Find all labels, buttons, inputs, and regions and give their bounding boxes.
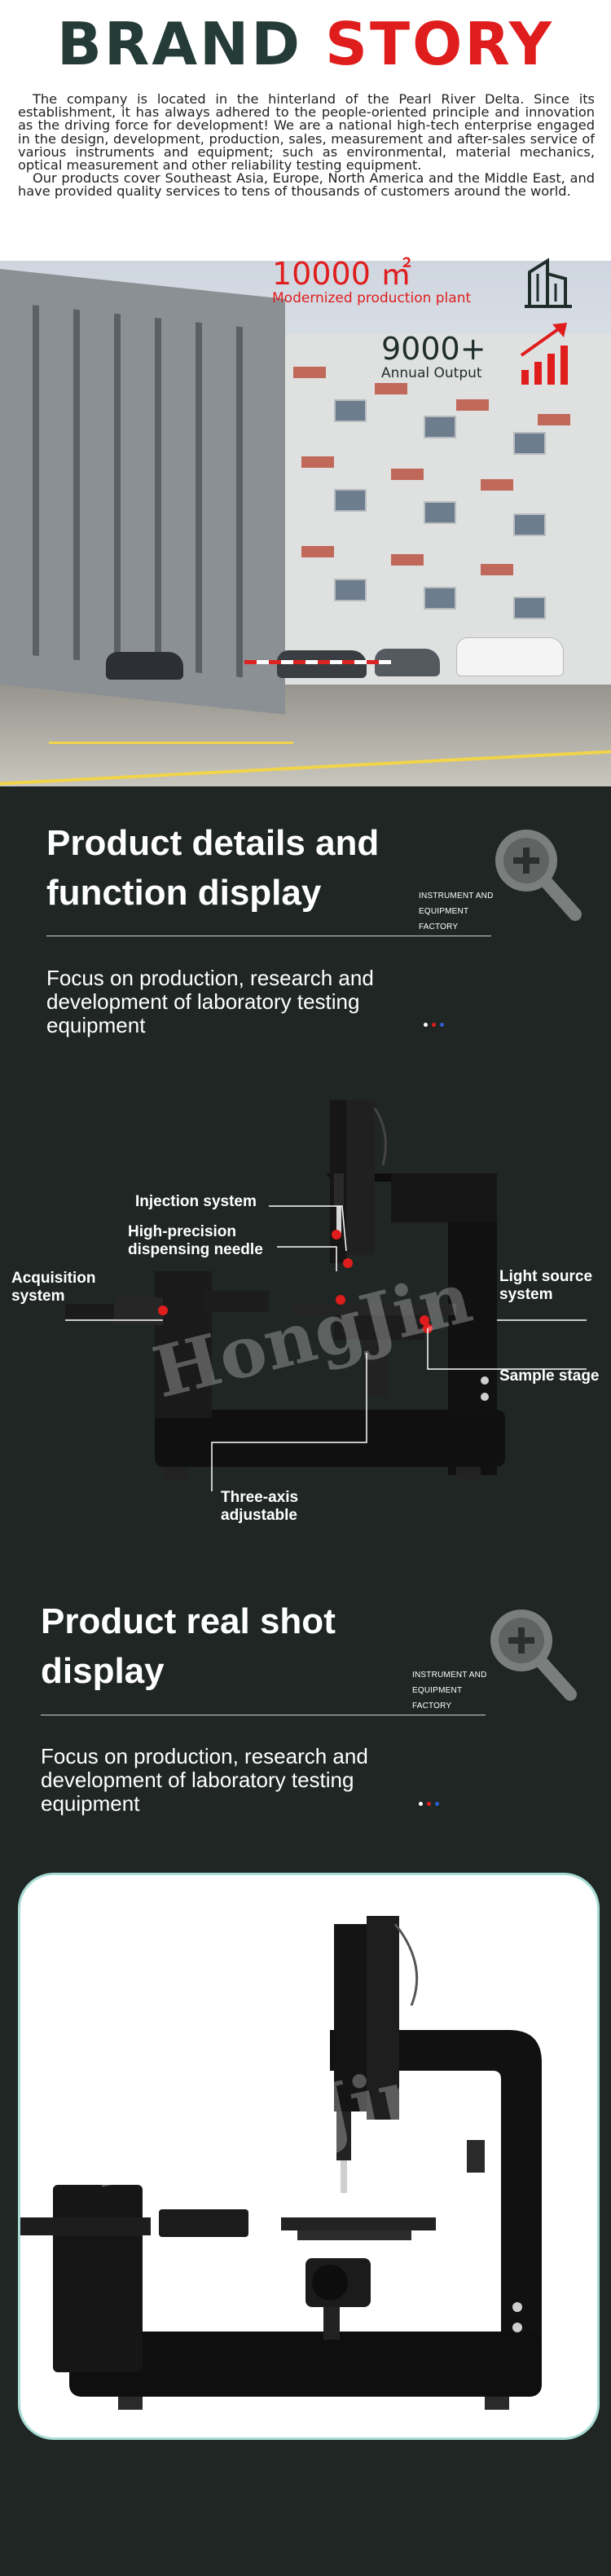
barrier-gate [244,660,391,664]
dot-blue [435,1802,439,1806]
callout-axis-line-1: Three-axis [221,1489,299,1506]
factory-line-2: EQUIPMENT [419,907,469,916]
awning [375,383,407,394]
callout-three-axis: Three-axis adjustable [221,1489,298,1525]
callout-light-line-2: system [499,1286,553,1303]
stat-annual-output: 9000+ Annual Output [381,332,486,381]
brand-story-section: BRAND STORY The company is located in th… [0,0,611,786]
building-icon [520,254,577,315]
factory-line-1: INSTRUMENT AND [412,1671,487,1680]
pagination-dots [424,1016,448,1031]
stat-annual-output-label: Annual Output [381,365,482,381]
awning [538,414,570,425]
factory-building-right [269,334,611,685]
window [424,587,456,610]
realshot-title-line-2: display [41,1651,165,1691]
factory-line-3: FACTORY [419,923,459,931]
dot-blue [440,1023,444,1027]
details-title-line-2: function display [46,873,322,913]
facade-strip [33,305,39,657]
dot-red [432,1023,436,1027]
car [106,652,183,680]
realshot-title: Product real shot display [41,1596,336,1696]
details-title: Product details and function display [46,818,379,918]
dot-white [419,1802,423,1806]
factory-line-3: FACTORY [412,1702,452,1711]
factory-building-left [0,269,285,715]
callout-light-source: Light source system [499,1268,592,1304]
brand-title-word-1: BRAND [57,10,303,78]
window [334,399,367,422]
facade-strip [155,317,161,669]
brand-description: The company is located in the hinterland… [18,91,595,200]
callout-acquisition-line-1: Acquisition [11,1270,96,1287]
realshot-subtitle: Focus on production, research and develo… [41,1744,368,1816]
dot-red [427,1802,431,1806]
parking-line [49,742,293,744]
details-subtitle: Focus on production, research and develo… [46,966,374,1037]
growth-chart-icon [518,319,577,390]
dot-white [424,1023,428,1027]
factory-line-1: INSTRUMENT AND [419,892,494,900]
awning [301,456,334,468]
awning [293,367,326,378]
stat-plant-area: 10000 ㎡ Modernized production plant [272,258,471,306]
callout-axis-line-2: adjustable [221,1507,297,1524]
contact-angle-meter-diagram [16,1084,603,1508]
callout-light-line-1: Light source [499,1268,593,1285]
window [513,513,546,536]
callout-injection-system: Injection system [135,1193,257,1210]
stat-plant-area-label: Modernized production plant [272,290,472,306]
callout-acquisition-line-2: system [11,1288,65,1305]
window [424,416,456,438]
awning [391,469,424,480]
factory-line-2: EQUIPMENT [412,1686,463,1695]
window [334,579,367,601]
awning [301,546,334,557]
window [513,432,546,455]
awning [456,399,489,411]
brand-paragraph-1: The company is located in the hinterland… [18,91,595,174]
realshot-title-line-1: Product real shot [41,1601,336,1641]
awning [481,479,513,491]
car [456,637,564,676]
magnifier-plus-icon [486,820,583,930]
callout-dispensing-needle: High-precision dispensing needle [128,1223,263,1259]
awning [391,554,424,566]
awning [481,564,513,575]
details-factory-label: INSTRUMENT AND EQUIPMENT FACTORY [419,888,494,935]
window [513,597,546,619]
details-title-line-1: Product details and [46,823,380,863]
pagination-dots [419,1795,443,1810]
factory-photo [0,261,611,786]
window [334,489,367,512]
magnifier-plus-icon [481,1600,578,1710]
brand-title-word-2: STORY [325,10,554,78]
brand-story-title: BRAND STORY [0,15,611,73]
brand-paragraph-2: Our products cover Southeast Asia, Europ… [18,170,595,200]
car [277,650,367,678]
stat-plant-area-value: 10000 ㎡ [272,256,411,292]
facade-strip [73,309,80,661]
stat-annual-output-value: 9000+ [381,331,486,367]
window [424,501,456,524]
callout-acquisition-system: Acquisition system [11,1270,95,1306]
callout-needle-line-2: dispensing needle [128,1241,263,1258]
facade-strip [196,322,202,674]
facade-strip [114,313,121,665]
callout-sample-stage: Sample stage [499,1367,600,1385]
product-photo-card [18,1873,600,2440]
callout-needle-line-1: High-precision [128,1223,237,1240]
facade-strip [236,326,243,678]
realshot-factory-label: INSTRUMENT AND EQUIPMENT FACTORY [412,1667,487,1714]
